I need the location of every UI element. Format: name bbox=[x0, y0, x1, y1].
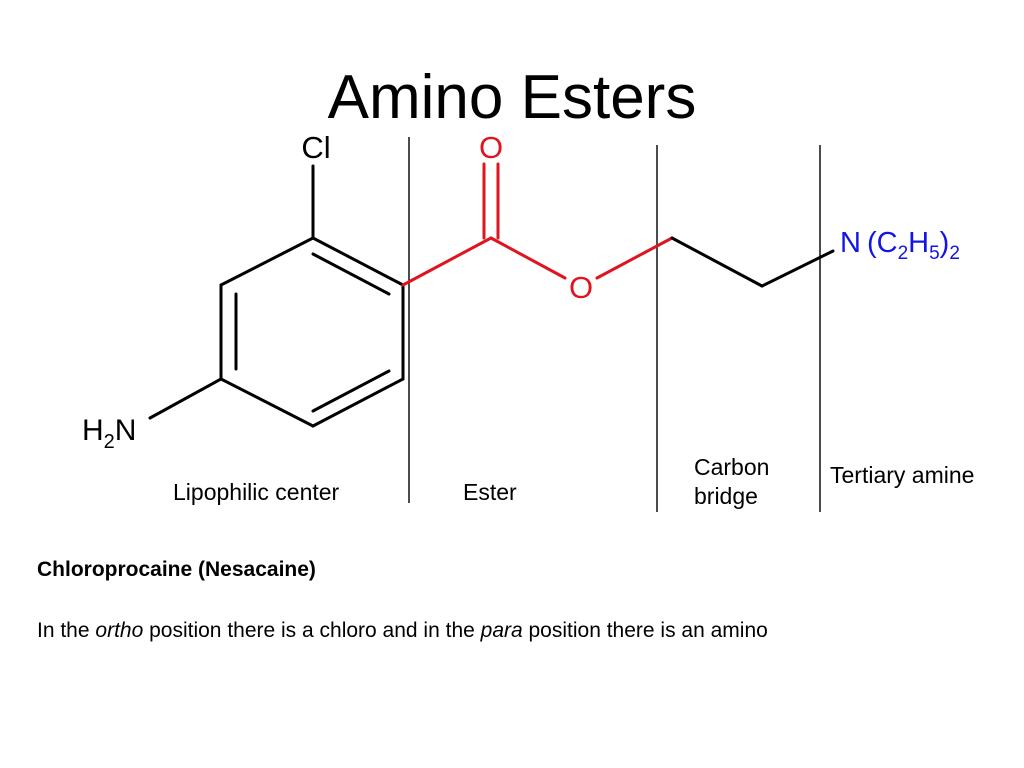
label-carbon-bridge: Carbon bridge bbox=[694, 453, 769, 511]
label-ester: Ester bbox=[463, 479, 517, 505]
amine-sub-paren: 2 bbox=[949, 243, 960, 264]
position-description: In the ortho position there is a chloro … bbox=[37, 618, 768, 644]
ortho-term: ortho bbox=[95, 619, 144, 642]
carbonyl-oxygen-label: O bbox=[479, 130, 503, 165]
amine-open: (C bbox=[867, 227, 898, 259]
label-lipophilic-center: Lipophilic center bbox=[173, 479, 340, 505]
amine-h: H bbox=[908, 227, 929, 259]
compound-name: Chloroprocaine (Nesacaine) bbox=[37, 558, 316, 581]
description-part1: In the bbox=[37, 619, 96, 642]
label-carbon-bridge-line2: bridge bbox=[694, 483, 758, 509]
para-term: para bbox=[480, 619, 523, 642]
slide-title: Amino Esters bbox=[327, 63, 697, 132]
label-carbon-bridge-line1: Carbon bbox=[694, 454, 770, 480]
amino-subscript: 2 bbox=[104, 431, 115, 453]
ester-oxygen-label: O bbox=[569, 270, 593, 305]
amine-n: N bbox=[840, 227, 861, 259]
ester-group bbox=[401, 162, 674, 287]
description-part2: position there is a chloro and in the bbox=[143, 619, 481, 642]
amine-close: ) bbox=[940, 227, 950, 259]
chlorine-label: Cl bbox=[301, 130, 330, 165]
amino-group-label: H2N bbox=[82, 414, 136, 453]
amine-sub-h: 5 bbox=[929, 243, 940, 264]
amine-sub-c: 2 bbox=[898, 243, 909, 264]
amino-n: N bbox=[115, 414, 137, 447]
tertiary-amine-label: N(C2H5)2 bbox=[840, 227, 960, 264]
bond-ring-amino bbox=[148, 377, 223, 420]
description-part3: position there is an amino bbox=[522, 619, 768, 642]
amino-h: H bbox=[82, 414, 104, 447]
carbon-bridge bbox=[670, 236, 835, 288]
benzene-ring bbox=[219, 236, 405, 428]
label-tertiary-amine: Tertiary amine bbox=[830, 462, 975, 488]
